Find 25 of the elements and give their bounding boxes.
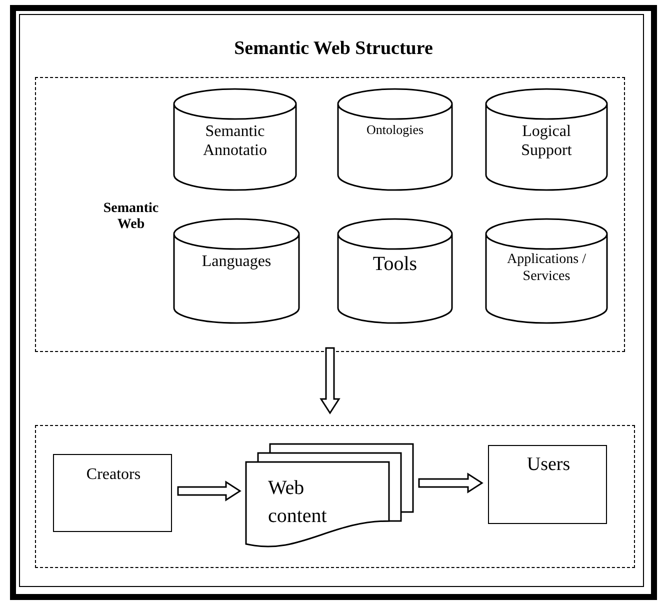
cylinder <box>337 218 453 324</box>
process-box <box>488 445 607 524</box>
cylinder <box>173 88 297 191</box>
block-arrow <box>418 472 484 494</box>
block-arrow <box>320 347 340 414</box>
cylinder-label: Logical Support <box>520 122 573 160</box>
cylinder <box>173 218 300 324</box>
box-label: Users <box>526 454 572 477</box>
process-box <box>53 454 172 532</box>
document-stack <box>246 444 413 550</box>
cylinder-label: Languages <box>200 252 272 272</box>
dashed-group-box <box>35 77 625 352</box>
cylinder-label: Semantic Annotatio <box>202 122 268 160</box>
cylinder-label: Applications / Services <box>506 252 587 286</box>
block-arrow <box>177 480 242 502</box>
cylinder <box>485 88 608 191</box>
diagram-title: Semantic Web Structure <box>233 38 434 61</box>
cylinder <box>337 88 453 191</box>
dashed-group-box <box>35 425 635 568</box>
group-heading: Semantic Web <box>102 201 160 234</box>
box-label: Creators <box>85 465 142 484</box>
cylinder-label: Tools <box>372 252 418 276</box>
cylinder-label: Ontologies <box>365 122 425 138</box>
document-label: Web content <box>268 476 328 529</box>
cylinder <box>485 218 608 324</box>
